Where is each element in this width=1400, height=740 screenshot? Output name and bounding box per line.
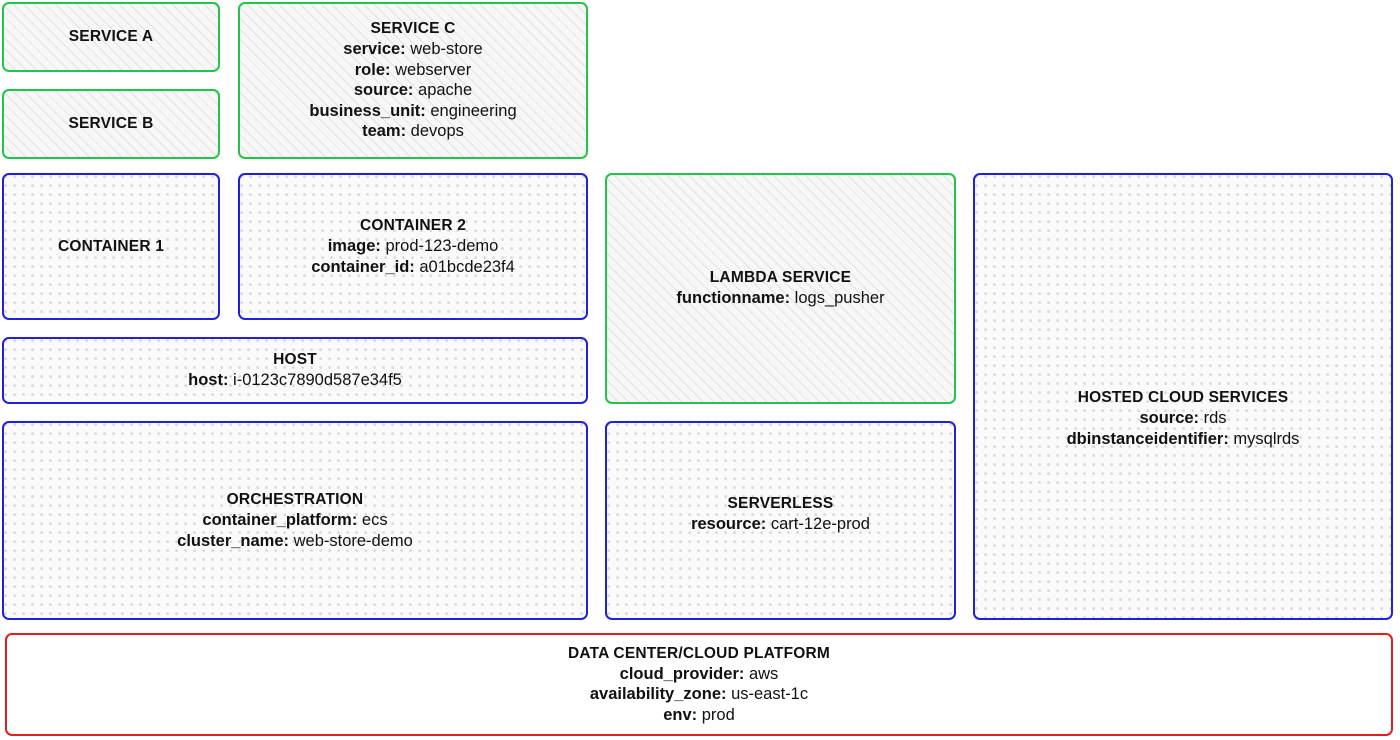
attribute-key: functionname: — [676, 289, 791, 308]
attribute-key: business_unit: — [309, 101, 426, 120]
attribute-value: web-store — [405, 40, 483, 59]
host-attrs: host: i-0123c7890d587e34f5 — [188, 370, 402, 391]
attribute-row: functionname: logs_pusher — [676, 288, 884, 309]
orchestration-title: ORCHESTRATION — [226, 491, 364, 508]
attribute-value: mysqlrds — [1228, 429, 1300, 448]
attribute-value: webserver — [390, 60, 472, 79]
attribute-key: image: — [327, 237, 381, 255]
box-serverless[interactable]: SERVERLESS resource: cart-12e-prod — [605, 421, 956, 620]
attribute-key: availability_zone: — [589, 685, 727, 704]
attribute-key: team: — [362, 122, 407, 141]
attribute-key: source: — [353, 81, 414, 100]
attribute-row: team: devops — [309, 121, 516, 142]
attribute-value: prod-123-demo — [380, 237, 499, 255]
attribute-row: container_platform: ecs — [177, 510, 413, 531]
attribute-row: source: apache — [309, 80, 516, 101]
attribute-value: web-store-demo — [289, 531, 413, 550]
box-service-b[interactable]: SERVICE B — [2, 89, 220, 159]
box-service-a[interactable]: SERVICE A — [2, 2, 220, 72]
attribute-value: prod — [697, 705, 735, 724]
box-lambda-service[interactable]: LAMBDA SERVICE functionname: logs_pusher — [605, 173, 956, 404]
attribute-row: cloud_provider: aws — [590, 664, 808, 685]
attribute-row: availability_zone: us-east-1c — [590, 684, 808, 705]
attribute-value: a01bcde23f4 — [414, 257, 515, 276]
attribute-key: container_platform: — [202, 511, 358, 529]
box-host[interactable]: HOST host: i-0123c7890d587e34f5 — [2, 337, 588, 404]
attribute-row: cluster_name: web-store-demo — [177, 531, 413, 552]
attribute-value: rds — [1199, 409, 1227, 427]
attribute-key: resource: — [691, 515, 767, 534]
service-a-title: SERVICE A — [68, 28, 154, 45]
service-b-title: SERVICE B — [68, 115, 154, 132]
service-c-title: SERVICE C — [370, 20, 456, 38]
host-title: HOST — [273, 351, 317, 369]
attribute-row: service: web-store — [309, 39, 516, 60]
serverless-attrs: resource: cart-12e-prod — [691, 514, 870, 535]
lambda-service-attrs: functionname: logs_pusher — [676, 288, 884, 309]
data-center-title: DATA CENTER/CLOUD PLATFORM — [567, 644, 831, 662]
attribute-value: engineering — [425, 101, 517, 120]
attribute-key: service: — [343, 40, 406, 59]
attribute-key: env: — [663, 705, 698, 724]
attribute-key: host: — [188, 371, 229, 390]
lambda-service-title: LAMBDA SERVICE — [709, 269, 852, 287]
attribute-row: container_id: a01bcde23f4 — [311, 257, 515, 278]
attribute-value: apache — [413, 81, 473, 100]
attribute-value: aws — [744, 664, 779, 683]
attribute-row: env: prod — [590, 705, 808, 726]
attribute-value: devops — [406, 122, 464, 141]
attribute-value: us-east-1c — [726, 685, 809, 704]
attribute-key: cluster_name: — [177, 531, 290, 550]
attribute-row: dbinstanceidentifier: mysqlrds — [1067, 429, 1300, 450]
container-2-title: CONTAINER 2 — [359, 217, 467, 234]
attribute-row: source: rds — [1067, 408, 1300, 429]
attribute-row: resource: cart-12e-prod — [691, 514, 870, 535]
container-1-title: CONTAINER 1 — [57, 237, 165, 255]
hosted-cloud-services-title: HOSTED CLOUD SERVICES — [1077, 389, 1289, 406]
box-container-1[interactable]: CONTAINER 1 — [2, 173, 220, 320]
attribute-value: logs_pusher — [790, 289, 885, 308]
attribute-value: cart-12e-prod — [766, 515, 870, 534]
box-data-center-cloud-platform[interactable]: DATA CENTER/CLOUD PLATFORM cloud_provide… — [5, 633, 1393, 736]
attribute-row: image: prod-123-demo — [311, 236, 515, 257]
attribute-key: role: — [354, 60, 391, 79]
attribute-row: role: webserver — [309, 60, 516, 81]
attribute-row: business_unit: engineering — [309, 101, 516, 122]
attribute-key: container_id: — [311, 257, 415, 276]
attribute-key: dbinstanceidentifier: — [1066, 429, 1229, 448]
attribute-key: source: — [1139, 409, 1200, 427]
attribute-value: i-0123c7890d587e34f5 — [228, 371, 402, 390]
attribute-value: ecs — [357, 511, 388, 529]
attribute-row: host: i-0123c7890d587e34f5 — [188, 370, 402, 391]
serverless-title: SERVERLESS — [727, 495, 834, 513]
attribute-key: cloud_provider: — [619, 664, 745, 683]
